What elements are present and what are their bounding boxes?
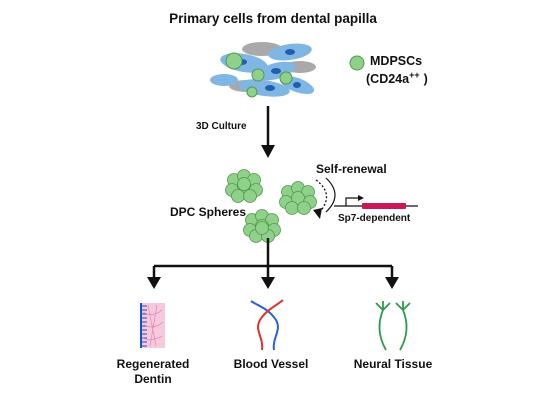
legend-marker-sup: ++	[409, 70, 420, 80]
culture-arrow	[261, 106, 275, 158]
stem-cell	[279, 71, 293, 85]
blue-cell	[210, 74, 238, 86]
branch-arrowhead	[147, 277, 161, 289]
dentin-icon	[140, 303, 165, 348]
legend-label: MDPSCs	[370, 54, 423, 68]
primary-cell-cluster	[210, 42, 316, 98]
legend-marker-open: (	[366, 72, 371, 87]
legend-marker: (CD24a++)	[366, 70, 428, 86]
outcome-dentin-label: Regenerated Dentin	[117, 357, 190, 387]
outcome-dentin-line2: Dentin	[134, 372, 172, 386]
sphere-cell	[297, 201, 311, 215]
branch-arrowhead	[385, 277, 399, 289]
figure-title: Primary cells from dental papilla	[169, 11, 377, 26]
legend-marker-name: CD24a	[370, 72, 410, 87]
blue-nucleus	[293, 82, 301, 88]
sphere-cell	[231, 189, 245, 203]
culture-label: 3D Culture	[196, 121, 247, 132]
stem-cell	[225, 52, 243, 70]
sphere-cell	[243, 189, 257, 203]
sphere-cell	[255, 221, 269, 235]
outcome-neural-tissue-label: Neural Tissue	[353, 357, 433, 371]
branch-tree	[152, 238, 394, 279]
blood-vessel-icon	[250, 299, 284, 351]
blue-nucleus	[265, 85, 275, 91]
sp7-gene-construct	[334, 195, 418, 209]
legend-stem-cell-icon	[349, 55, 365, 71]
stem-cell	[246, 86, 258, 98]
blue-nucleus	[285, 49, 295, 55]
outcome-dentin-line1: Regenerated	[116, 357, 190, 371]
self-renewal-arrow	[313, 177, 336, 219]
spheres-label: DPC Spheres	[170, 205, 247, 219]
legend-marker-close: )	[423, 72, 428, 87]
gene-bar	[362, 203, 406, 209]
neural-tissue-icon	[375, 301, 411, 351]
sphere-cell	[285, 201, 299, 215]
self-renewal-label: Self-renewal	[316, 162, 387, 176]
blue-nucleus	[271, 68, 281, 74]
branch-arrowhead	[261, 277, 275, 289]
outcome-blood-vessel-label: Blood Vessel	[233, 357, 309, 371]
sphere-cell	[237, 177, 251, 191]
stem-cell	[251, 68, 265, 82]
gene-label: Sp7-dependent	[338, 213, 411, 224]
dpc-spheres	[225, 169, 317, 243]
